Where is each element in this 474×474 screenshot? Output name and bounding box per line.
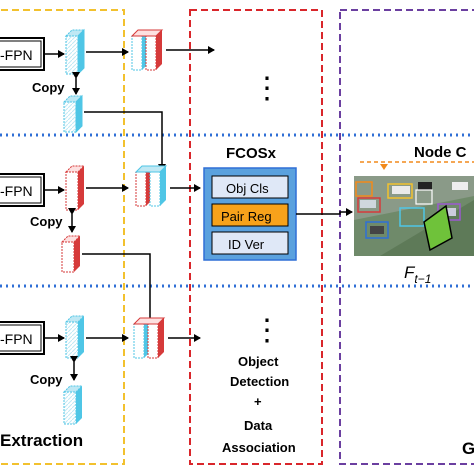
row-3: -FPN Copy ⋮ <box>0 314 282 425</box>
extraction-title: Extraction <box>0 431 83 450</box>
copied-feature-map <box>60 235 82 273</box>
obj-cls-label: Obj Cls <box>226 181 269 196</box>
obj-cls-box <box>211 175 289 199</box>
bbox-white <box>415 189 433 205</box>
node-c-label: Node C <box>414 144 467 161</box>
feature-extraction-section <box>0 9 125 465</box>
fcosx-section <box>189 9 323 465</box>
concat-feature-stack <box>134 165 168 207</box>
copied-feature-map <box>62 385 84 425</box>
caption-detection: Detection <box>230 374 289 389</box>
feature-map <box>64 165 86 211</box>
ellipsis-vertical: ⋮ <box>252 72 282 105</box>
concat-feature-stack <box>130 29 164 71</box>
fcosx-title: FCOSx <box>226 145 277 162</box>
pair-reg-box <box>211 203 289 227</box>
copied-feature-map <box>62 94 84 134</box>
graph-title: G <box>462 439 474 458</box>
bbox-orange <box>355 181 373 197</box>
fpn-label: -FPN <box>0 331 33 347</box>
id-ver-label: ID Ver <box>228 237 265 252</box>
bbox-yellow <box>387 183 413 199</box>
id-ver-box <box>211 231 289 255</box>
fpn-label: -FPN <box>0 47 33 63</box>
pair-reg-label: Pair Reg <box>221 209 272 224</box>
node-arrow-icon <box>380 164 388 170</box>
copy-label: Copy <box>30 214 63 229</box>
concat-feature-stack <box>132 317 166 359</box>
frame-label: Ft−1 <box>404 263 431 286</box>
copy-label: Copy <box>32 80 65 95</box>
row-2: -FPN Copy FCOSx Obj Cls Pair Re <box>0 144 474 325</box>
ellipsis-vertical: ⋮ <box>252 314 282 347</box>
caption-object: Object <box>238 354 279 369</box>
bbox-red <box>357 197 381 213</box>
caption-data: Data <box>244 418 273 433</box>
copy-label: Copy <box>30 372 63 387</box>
bbox-green-highlight <box>423 204 453 252</box>
feature-map <box>64 28 86 76</box>
bbox-cyan <box>399 207 425 227</box>
fpn-label: -FPN <box>0 183 33 199</box>
aerial-frame-image <box>354 176 474 256</box>
caption-plus: + <box>254 394 262 409</box>
caption-association: Association <box>222 440 296 455</box>
bbox-blue <box>365 221 389 239</box>
row-1: -FPN Copy ⋮ <box>0 28 282 171</box>
graph-section <box>339 9 474 465</box>
feature-map <box>64 315 86 359</box>
